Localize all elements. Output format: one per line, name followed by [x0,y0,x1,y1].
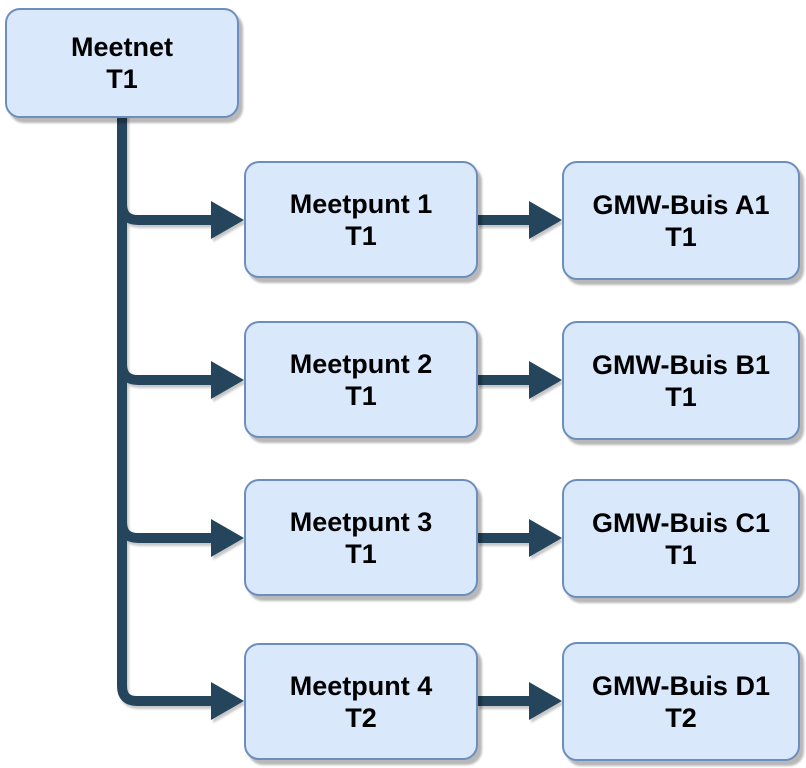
node-subtitle: T2 [665,702,697,733]
node-title: Meetpunt 2 [289,348,433,379]
arrowhead-gmw-2 [529,361,562,399]
node-subtitle: T1 [345,380,377,411]
connector-trunk [117,113,213,706]
node-meetpunt-4: Meetpunt 4 T2 [244,643,478,760]
node-subtitle: T1 [106,64,138,94]
node-gmw-buis-d1: GMW-Buis D1 T2 [562,642,800,761]
arrowhead-meetpunt-4 [211,682,244,720]
node-subtitle: T1 [665,381,697,412]
arrowhead-gmw-3 [529,519,562,557]
node-meetpunt-3: Meetpunt 3 T1 [244,479,478,596]
arrowhead-meetpunt-2 [211,361,244,399]
node-title: Meetpunt 3 [289,506,433,537]
node-title: Meetpunt 1 [289,188,433,219]
node-subtitle: T1 [665,539,697,570]
node-title: GMW-Buis A1 [592,189,770,220]
node-meetpunt-2: Meetpunt 2 T1 [244,321,478,438]
arrowhead-gmw-1 [529,201,562,239]
node-meetnet: Meetnet T1 [5,8,239,118]
node-subtitle: T1 [345,220,377,251]
node-subtitle: T2 [345,702,377,733]
node-gmw-buis-c1: GMW-Buis C1 T1 [562,479,800,598]
arrowhead-meetpunt-1 [211,201,244,239]
node-gmw-buis-a1: GMW-Buis A1 T1 [562,161,800,280]
node-title: GMW-Buis C1 [592,507,770,538]
node-gmw-buis-b1: GMW-Buis B1 T1 [562,321,800,440]
node-title: GMW-Buis B1 [592,349,770,380]
arrowhead-meetpunt-3 [211,519,244,557]
node-title: Meetnet [70,32,173,62]
connector-branch-row2 [117,363,213,385]
node-subtitle: T1 [665,221,697,252]
arrowhead-gmw-4 [529,682,562,720]
connector-branch-row1 [117,203,213,225]
node-title: GMW-Buis D1 [592,670,770,701]
connector-branch-row3 [117,521,213,543]
node-meetpunt-1: Meetpunt 1 T1 [244,161,478,278]
node-title: Meetpunt 4 [289,670,433,701]
node-subtitle: T1 [345,538,377,569]
